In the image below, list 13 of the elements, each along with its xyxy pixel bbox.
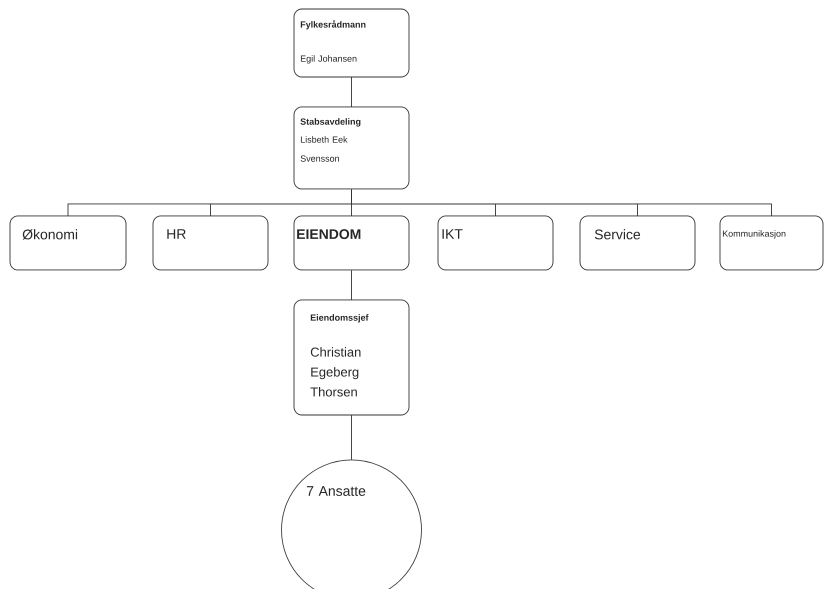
- connector-line: [351, 414, 352, 460]
- org-box: Stabsavdeling Lisbeth Eek Svensson: [294, 106, 410, 190]
- org-box: Økonomi: [10, 216, 126, 270]
- org-box: HR: [152, 216, 268, 270]
- org-box: Service: [580, 216, 696, 270]
- connector-line: [351, 270, 352, 300]
- connector-line: [351, 77, 352, 107]
- org-box: Kommunikasjon: [720, 216, 824, 270]
- connector-line: [351, 189, 772, 216]
- org-box: IKT: [438, 216, 554, 270]
- org-box: Eiendomssjef Christian Egeberg Thorsen: [294, 300, 410, 416]
- org-box: EIENDOM: [294, 216, 410, 270]
- org-box: Fylkesrådmann Egil Johansen: [294, 8, 410, 78]
